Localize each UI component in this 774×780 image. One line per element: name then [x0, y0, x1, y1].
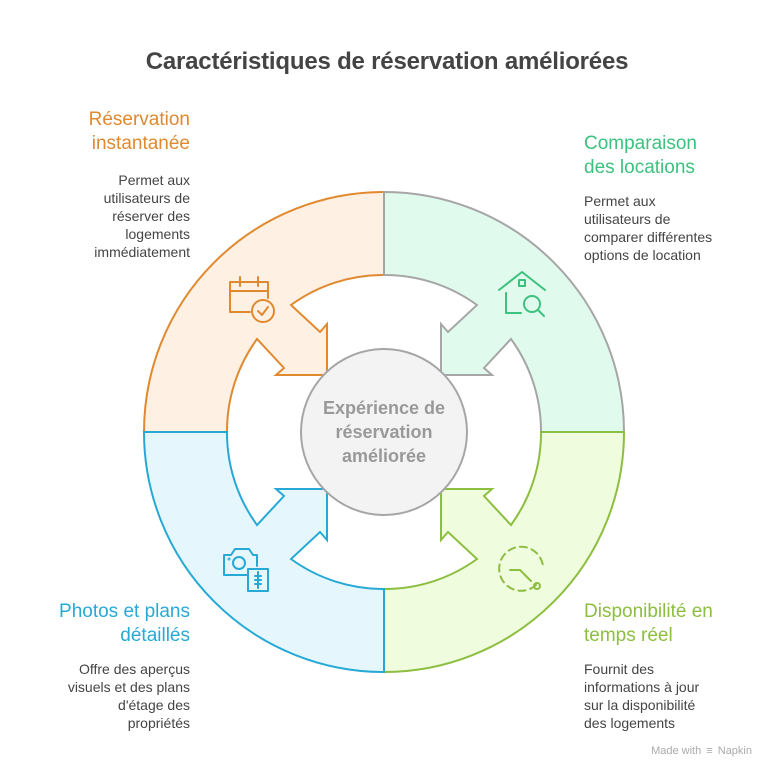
title-line: instantanée [91, 133, 190, 154]
title-line: Comparaison [584, 133, 697, 154]
section-desc-photos: Offre des aperçus visuels et des plans d… [68, 660, 190, 732]
desc-line: utilisateurs de [584, 211, 671, 227]
section-desc-availability: Fournit des informations à jour sur la d… [584, 660, 699, 732]
diagram-title: Caractéristiques de réservation amélioré… [145, 48, 629, 75]
section-title-instant: Réservation instantanée [89, 108, 190, 156]
napkin-brand-text: Napkin [717, 745, 752, 757]
sector-photos [142, 431, 385, 674]
desc-line: propriétés [127, 715, 190, 731]
center-circle [300, 348, 468, 516]
section-desc-instant: Permet aux utilisateurs de réserver des … [94, 171, 190, 261]
desc-line: logements [125, 226, 190, 242]
title-line: Réservation [88, 109, 190, 130]
center-label-line: améliorée [341, 446, 427, 466]
center-label-line: Expérience de [322, 398, 446, 418]
title-line: temps réel [584, 625, 673, 646]
section-title-photos: Photos et plans détaillés [59, 600, 190, 648]
desc-line: immédiatement [94, 244, 190, 260]
section-title-compare: Comparaison des locations [584, 132, 697, 180]
title-line: des locations [584, 157, 695, 178]
desc-line: options de location [584, 247, 701, 263]
desc-line: Permet aux [118, 172, 190, 188]
title-line: Disponibilité en [584, 601, 713, 622]
title-line: détaillés [120, 625, 190, 646]
camera-plan-icon [223, 548, 269, 592]
desc-line: informations à jour [584, 679, 700, 695]
house-search-icon [498, 271, 546, 317]
center-label-line: réservation [335, 422, 433, 442]
desc-line: Offre des aperçus [78, 661, 190, 677]
made-with-text: Made with [651, 745, 702, 757]
clock-dashed-icon [498, 545, 544, 592]
title-line: Photos et plans [59, 601, 190, 622]
desc-line: réserver des [112, 208, 190, 224]
desc-line: comparer différentes [584, 229, 713, 245]
calendar-check-icon [229, 276, 275, 323]
desc-line: sur la disponibilité [584, 697, 696, 713]
napkin-logo-icon: ≡ [706, 745, 713, 757]
napkin-watermark[interactable]: Made with ≡ Napkin [651, 745, 752, 757]
desc-line: utilisateurs de [103, 190, 190, 206]
desc-line: Fournit des [584, 661, 655, 677]
desc-line: des logements [584, 715, 676, 731]
desc-line: Permet aux [584, 193, 656, 209]
desc-line: d'étage des [118, 697, 190, 713]
desc-line: visuels et des plans [67, 679, 190, 695]
section-title-availability: Disponibilité en temps réel [584, 600, 713, 648]
section-desc-compare: Permet aux utilisateurs de comparer diff… [584, 192, 712, 264]
center-label: Expérience de réservation améliorée [304, 396, 464, 468]
